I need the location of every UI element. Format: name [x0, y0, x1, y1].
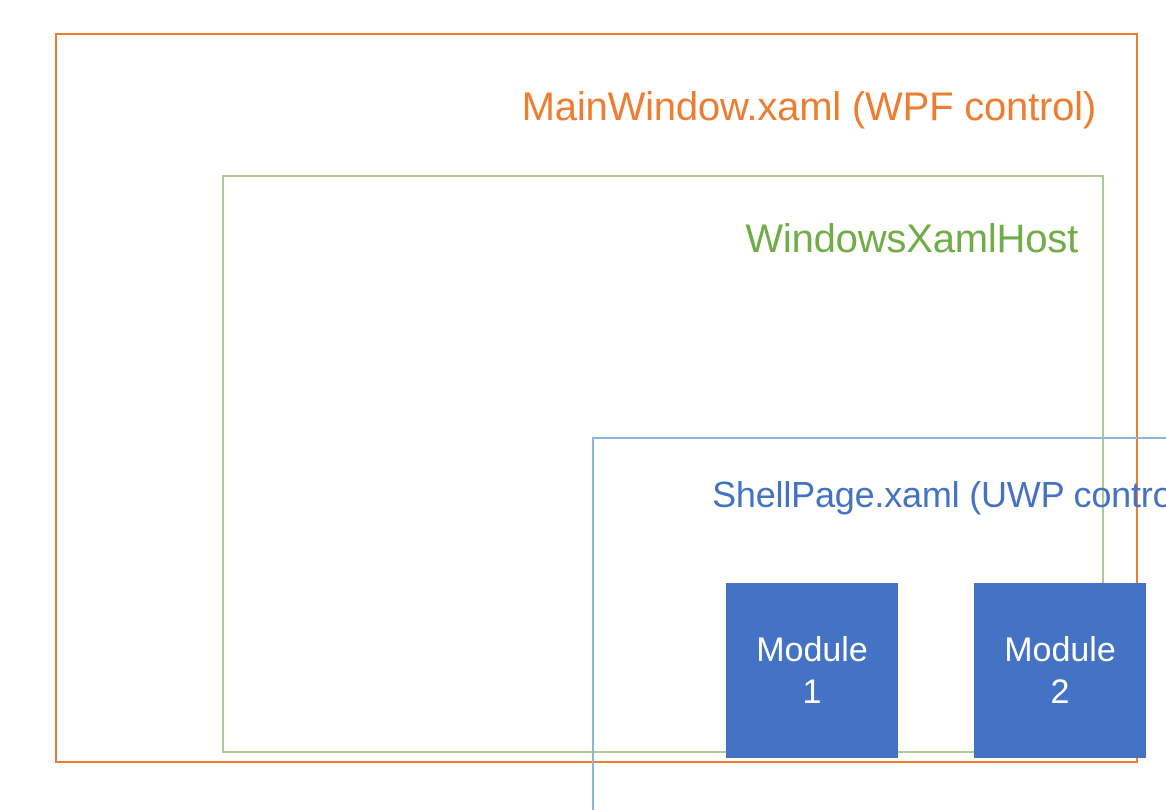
module-box-1: Module 1	[726, 583, 898, 758]
module-1-name: Module	[756, 630, 868, 669]
module-1-number: 1	[802, 672, 822, 711]
layer-windowsxamlhost: WindowsXamlHost ShellPage.xaml (UWP cont…	[222, 175, 1166, 810]
module-box-2: Module 2	[974, 583, 1146, 758]
layer-label-windowsxamlhost: WindowsXamlHost	[745, 217, 1078, 261]
layer-label-mainwindow-xaml: MainWindow.xaml (WPF control)	[521, 85, 1097, 129]
layer-mainwindow-xaml: MainWindow.xaml (WPF control) WindowsXam…	[55, 33, 1166, 810]
layer-shellpage-xaml: ShellPage.xaml (UWP control) Module 1 Mo…	[592, 437, 1166, 810]
module-group: Module 1 Module 2	[594, 583, 1166, 758]
module-2-name: Module	[1004, 630, 1116, 669]
module-2-number: 2	[1050, 672, 1070, 711]
layer-label-shellpage-xaml: ShellPage.xaml (UWP control)	[712, 474, 1166, 515]
